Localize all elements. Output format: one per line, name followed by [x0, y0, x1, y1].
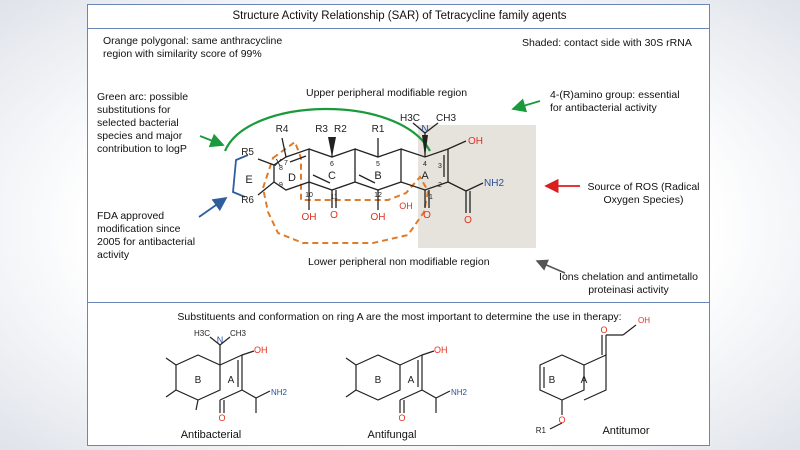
ring-label-a: A	[421, 170, 429, 182]
wedge-bond	[422, 135, 428, 157]
ex3-ring-a: A	[581, 375, 588, 386]
wedge-bond	[328, 137, 336, 157]
label-r2: R2	[334, 124, 347, 135]
label-r6: R6	[241, 195, 254, 206]
ex1-name: Antibacterial	[181, 429, 242, 441]
ex1-o: O	[218, 413, 225, 423]
ex2-o: O	[398, 413, 405, 423]
pos-4: 4	[423, 161, 427, 168]
note-green-arc: Green arc: possible substitutions for se…	[97, 91, 189, 155]
ex3-o: O	[600, 325, 607, 335]
ex3-r1: R1	[536, 426, 547, 435]
group-nh2: NH2	[484, 178, 504, 189]
ex3-o-bottom: O	[558, 415, 565, 425]
pos-11: 11	[330, 194, 337, 201]
ex1-ch3: CH3	[230, 329, 247, 338]
ex3-ring-b: B	[549, 375, 556, 386]
note-ros: Source of ROS (Radical Oxygen Species)	[587, 181, 700, 206]
orange-polygon	[261, 140, 430, 244]
tetracycline-structure: E D C B A R5 R6 R4 R3 R2 R1 X 1 2 3 4 5 …	[165, 98, 650, 441]
ex3-name: Antitumor	[602, 425, 649, 437]
blue-arrow	[198, 196, 228, 218]
ex3-oh: OH	[638, 316, 650, 325]
pos-1: 1	[429, 194, 433, 201]
gray-arrow	[535, 259, 566, 274]
ex1-n: N	[217, 335, 224, 345]
ex1-nh2: NH2	[271, 388, 288, 397]
pos-3: 3	[438, 163, 442, 170]
example-structures	[165, 324, 637, 430]
pos-6: 6	[330, 161, 334, 168]
pos-10: 10	[305, 192, 313, 199]
note-ions: Ions chelation and antimetallo proteinas…	[559, 271, 698, 296]
ex1-oh: OH	[254, 345, 268, 355]
label-r3: R3	[315, 124, 328, 135]
pos-2: 2	[438, 182, 442, 189]
pos-5: 5	[376, 161, 380, 168]
blue-arc	[232, 154, 249, 198]
title-divider	[88, 28, 709, 29]
ex2-oh: OH	[434, 345, 448, 355]
label-r1: R1	[372, 124, 385, 135]
pos-7: 7	[284, 160, 288, 167]
group-o-ring-c: O	[330, 210, 338, 221]
note-lower-region: Lower peripheral non modifiable region	[308, 256, 490, 268]
note-fda: FDA approved modification since 2005 for…	[97, 210, 196, 261]
note-upper-region: Upper peripheral modifiable region	[306, 87, 468, 99]
ex2-ring-b: B	[375, 375, 382, 386]
green-arrow-left	[199, 133, 225, 148]
pos-12: 12	[374, 192, 382, 199]
slide-frame: Structure Activity Relationship (SAR) of…	[87, 4, 710, 446]
group-ch3: CH3	[436, 113, 456, 124]
label-r4: R4	[276, 124, 289, 135]
section-divider	[88, 302, 709, 303]
ring-label-e: E	[245, 174, 252, 186]
note-orange-polygonal: Orange polygonal: same anthracycline reg…	[103, 35, 283, 60]
bottom-caption: Substituents and conformation on ring A …	[177, 311, 622, 323]
ring-bonds	[257, 122, 484, 213]
group-oh-12a: OH	[399, 201, 413, 211]
group-o-amide: O	[464, 215, 472, 226]
group-o-ring-a: O	[423, 210, 431, 221]
ring-label-d: D	[288, 172, 296, 184]
ex1-h3c: H3C	[194, 329, 210, 338]
green-arc	[223, 107, 431, 152]
ex2-name: Antifungal	[368, 429, 417, 441]
ex2-nh2: NH2	[451, 388, 468, 397]
note-shaded: Shaded: contact side with 30S rRNA	[522, 37, 692, 49]
green-arrow-right	[511, 98, 541, 113]
ring-label-b: B	[374, 170, 381, 182]
group-oh-ring-b: OH	[371, 212, 386, 223]
group-h3c: H3C	[400, 113, 420, 124]
slide-title: Structure Activity Relationship (SAR) of…	[232, 10, 567, 22]
note-amino-group: 4-(R)amino group: essential for antibact…	[550, 89, 680, 114]
pos-8: 8	[279, 165, 283, 172]
ring-label-c: C	[328, 170, 336, 182]
label-r5: R5	[241, 147, 254, 158]
pos-9: 9	[279, 182, 283, 189]
ex1-ring-a: A	[228, 375, 235, 386]
ex1-ring-b: B	[195, 375, 202, 386]
ex2-ring-a: A	[408, 375, 415, 386]
group-n: N	[421, 124, 428, 135]
group-oh-top: OH	[468, 136, 483, 147]
label-x: X	[274, 158, 282, 169]
group-oh-ring-d: OH	[302, 212, 317, 223]
